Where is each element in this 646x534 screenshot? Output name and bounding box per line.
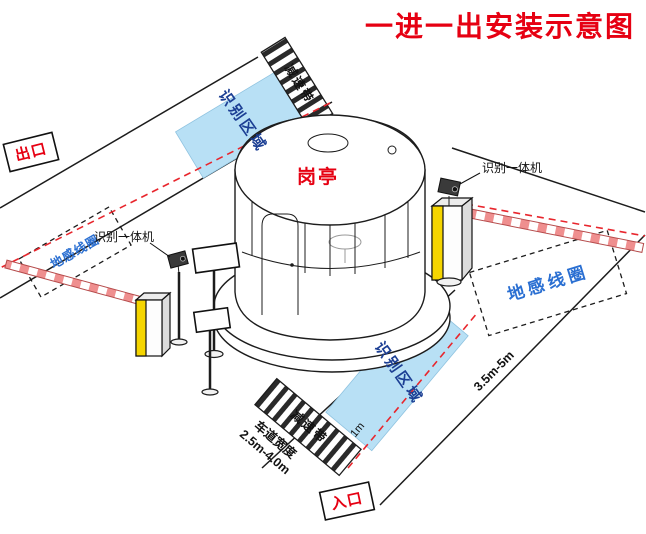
exit-barrier-arm: [4, 259, 140, 305]
entry-lane-edge-top: [451, 147, 646, 213]
exit-barrier-gate: [4, 259, 172, 358]
entry-reader-leader-line: [459, 172, 481, 185]
entry-ground-coil-label: 地感线圈: [505, 261, 591, 305]
entry-reader-unit: [437, 177, 462, 197]
roof-vent: [307, 133, 349, 153]
coil-distance-value: 3.5m-5m: [471, 348, 517, 394]
exit-reader-base: [170, 338, 188, 346]
exit-barrier-housing-side: [161, 291, 171, 358]
entry-barrier-gate: 识别一体机: [430, 161, 645, 287]
exit-lane-edge-top: [0, 56, 259, 209]
entry-camera-lens: [451, 186, 458, 193]
entry-reader-label: 识别一体机: [482, 161, 542, 175]
booth-label: 岗亭: [297, 165, 339, 188]
entry-barrier-housing-stripe: [431, 205, 444, 281]
entrance-gate-label: 入口: [330, 490, 365, 513]
exit-camera-lens: [180, 255, 186, 262]
page-title: 一进一出安装示意图: [365, 10, 635, 42]
exit-reader-leader-line: [149, 242, 171, 258]
entrance-gate-sign: 入口: [318, 481, 376, 521]
guard-booth: 岗亭: [234, 114, 426, 341]
entry-zone-centerline: [347, 311, 479, 469]
booth-door: [261, 213, 299, 315]
entry-camera-icon: [437, 177, 462, 197]
sign-board-1: [191, 242, 241, 274]
entry-ground-coil: 地感线圈: [468, 229, 628, 337]
sign-pole-2: [192, 306, 232, 396]
sign-board-2: [192, 306, 232, 334]
sign-pole-1-base: [204, 349, 224, 359]
booth-interior-detail: [328, 234, 362, 263]
exit-reader-unit: 识别一体机: [94, 230, 189, 346]
window-mullions: [251, 202, 409, 276]
exit-camera-icon: [166, 250, 189, 269]
exit-gate-sign: 出口: [2, 131, 60, 173]
exit-barrier-housing-stripe: [135, 299, 147, 357]
entry-barrier-base: [436, 277, 462, 287]
entry-lane-edge-right: [379, 234, 646, 506]
sign-pole-1: [191, 242, 241, 359]
entry-speed-bump: [254, 377, 362, 477]
entry-barrier-housing-side: [461, 196, 473, 282]
sign-pole-2-base: [201, 388, 219, 396]
entry-lane-centerline: [465, 203, 646, 237]
exit-reader-label: 识别一体机: [94, 230, 154, 244]
roof-fixture: [387, 145, 397, 155]
